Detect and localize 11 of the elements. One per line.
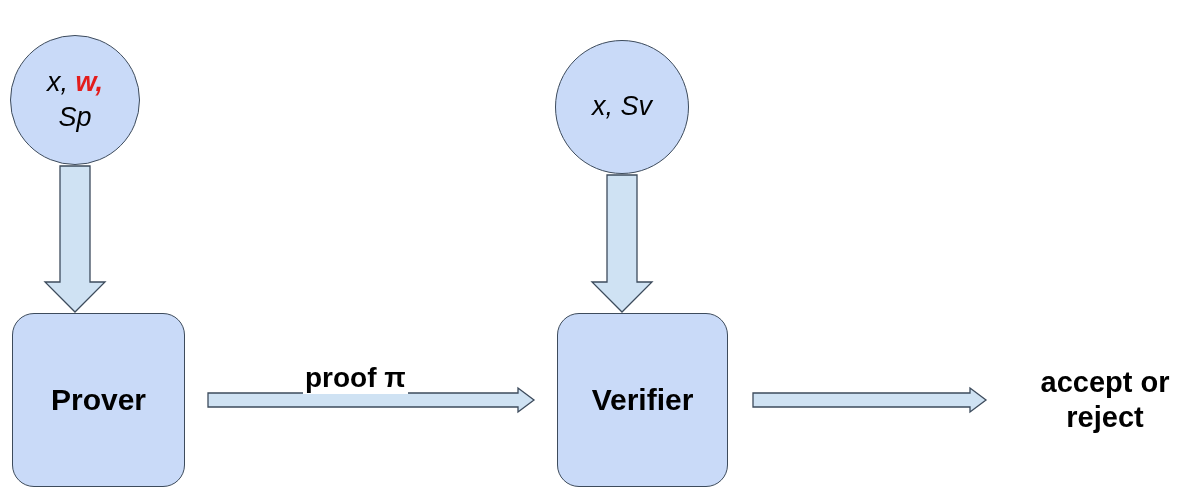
process-box (12, 313, 185, 487)
box-label: Prover (50, 383, 147, 417)
block-arrow (43, 165, 107, 313)
block-arrow (590, 174, 654, 313)
output-label: accept or reject (1039, 365, 1171, 435)
process-box (557, 313, 728, 487)
input-label: x, Sv (590, 90, 654, 124)
block-arrow (752, 386, 988, 414)
box-label: Verifier (591, 383, 694, 417)
block-arrow (207, 386, 536, 414)
input-label: x, w, Sp (45, 65, 104, 134)
